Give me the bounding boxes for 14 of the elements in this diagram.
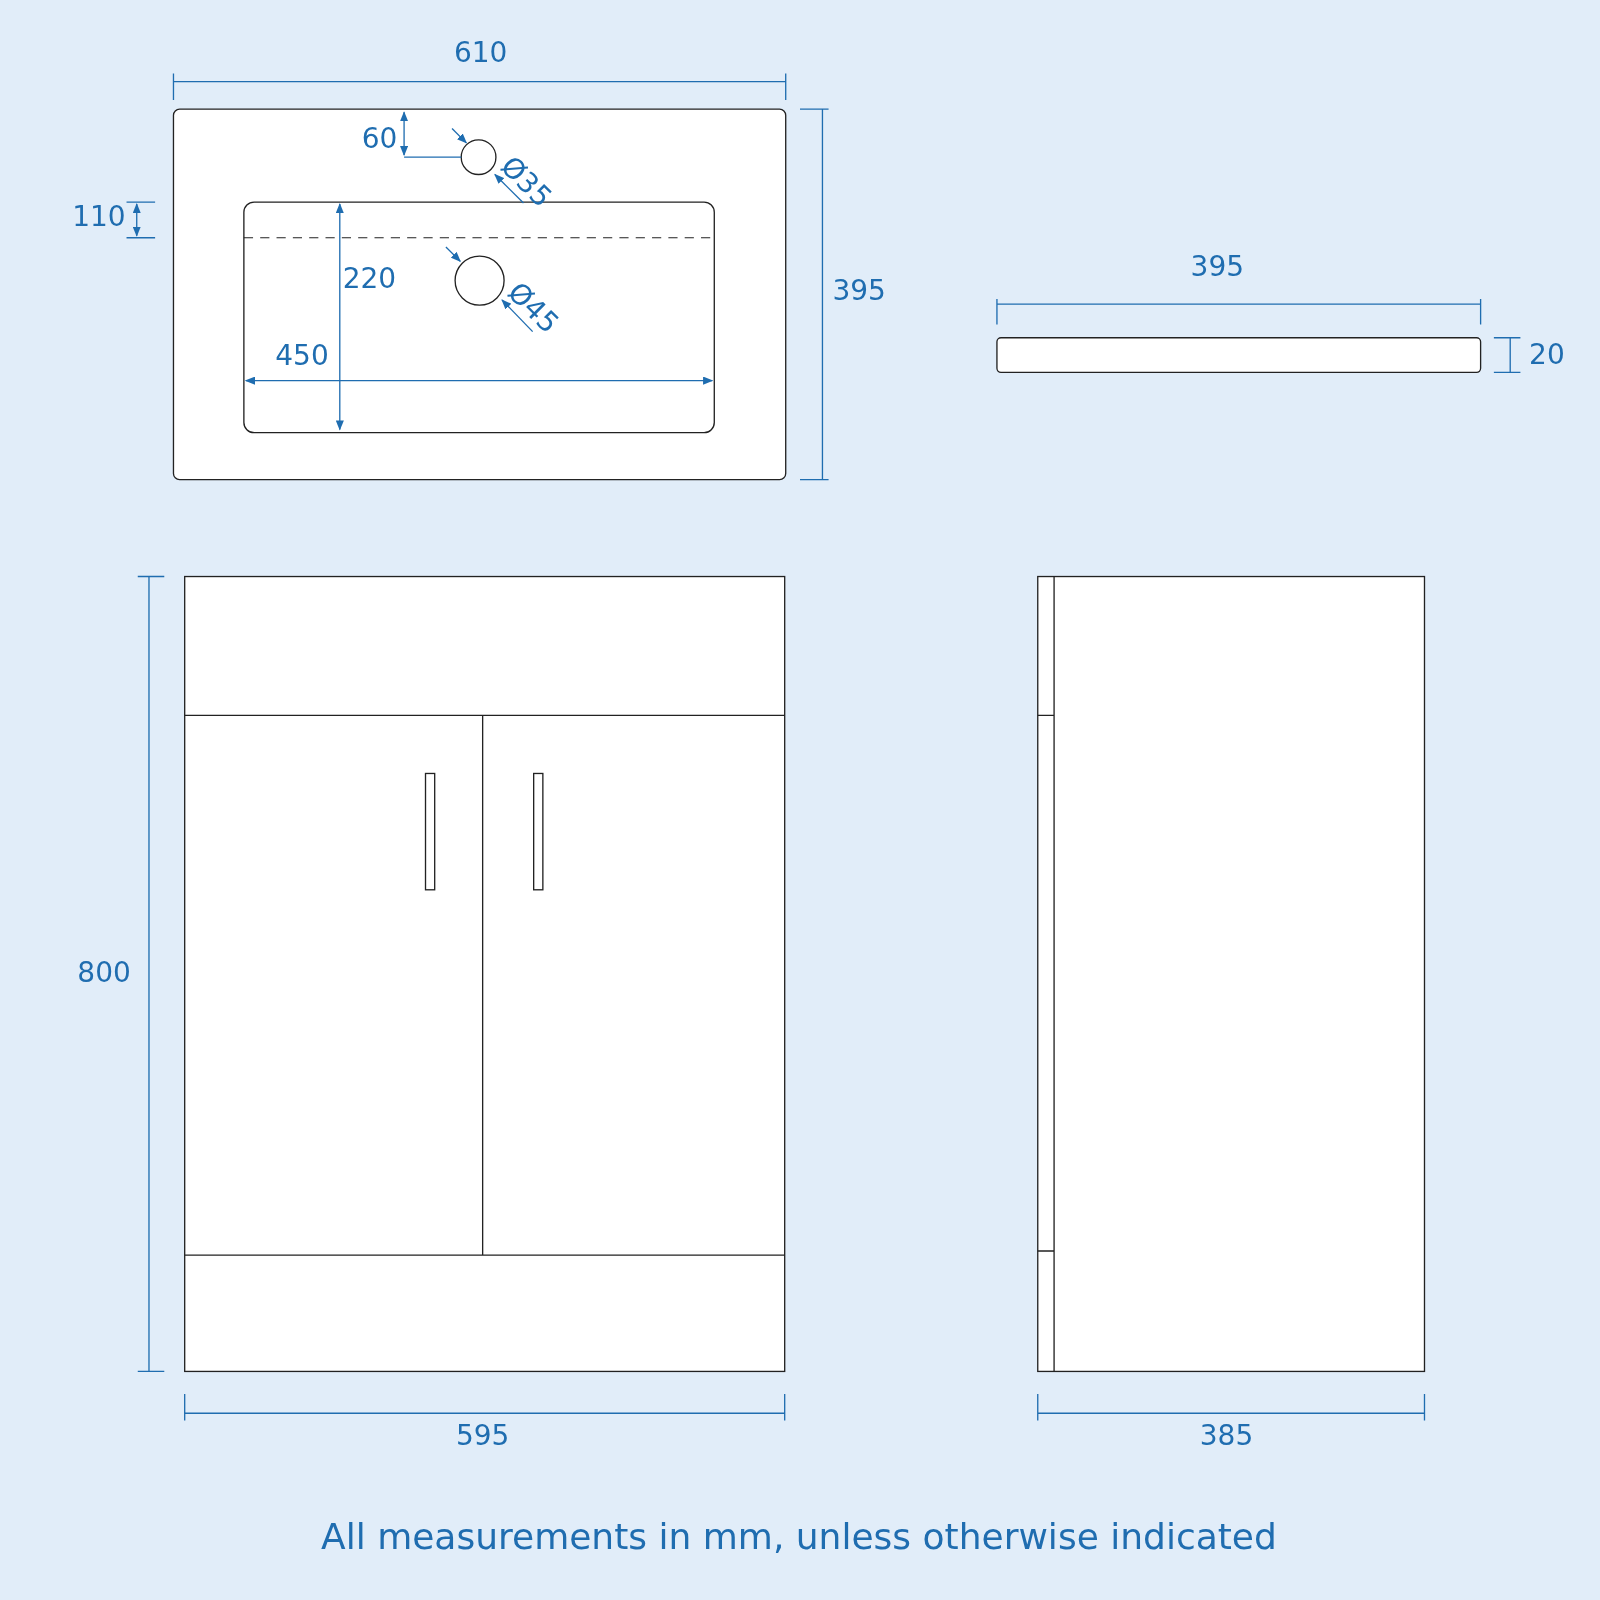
dimension-label: 595 [455, 1421, 510, 1450]
dimension-label: 800 [77, 959, 131, 988]
dimension-label: 385 [1199, 1421, 1254, 1450]
dimension-label: 60 [361, 124, 398, 153]
dimension-label: 395 [1190, 253, 1245, 282]
dimension-label: 450 [275, 342, 329, 371]
dimension-label: Ø35 [495, 151, 556, 212]
dimension-label: 220 [342, 264, 397, 293]
dimension-label: Ø45 [502, 277, 563, 339]
dimension-label: 20 [1529, 341, 1565, 370]
dimension-label: 395 [832, 276, 886, 305]
caption: All measurements in mm, unless otherwise indicated [321, 1518, 1277, 1555]
dimension-label: 110 [72, 203, 126, 232]
dimension-label: 610 [453, 39, 508, 68]
